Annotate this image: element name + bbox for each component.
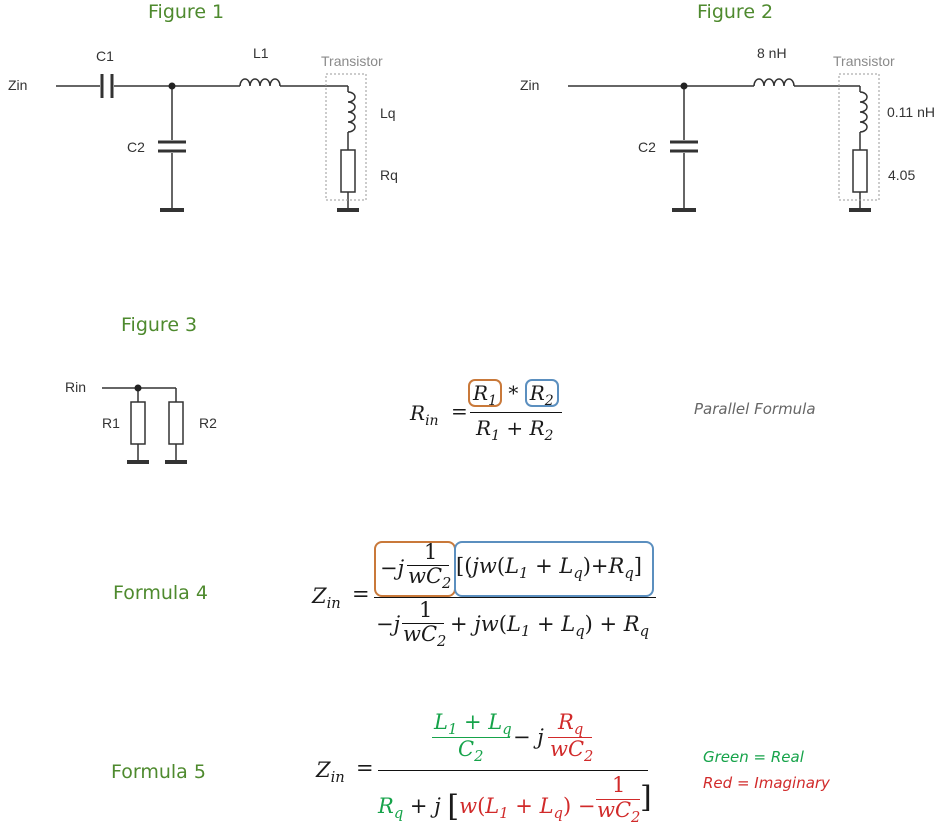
fig1-zin-label: Zin [8, 77, 28, 93]
formula-4-title: Formula 4 [113, 582, 208, 604]
fig1-c2-label: C2 [127, 139, 145, 155]
fig3-r2-label: R2 [199, 415, 217, 431]
fig1-c1-label: C1 [96, 48, 114, 64]
fig2-zin-label: Zin [520, 77, 540, 93]
fig2-rq-label: 4.05 [888, 167, 916, 183]
legend-imaginary: Red = Imaginary [703, 774, 830, 792]
figure-2-circuit [568, 73, 880, 212]
fig1-transistor-label: Transistor [321, 53, 383, 69]
fig3-rin-label: Rin [65, 379, 87, 395]
figure-3-circuit [102, 384, 187, 464]
fig1-l1-label: L1 [253, 45, 269, 61]
fig3-r1-label: R1 [102, 415, 120, 431]
formula-5-title: Formula 5 [111, 761, 206, 783]
figure-3-title: Figure 3 [121, 314, 198, 336]
fig1-lq-label: Lq [380, 105, 396, 121]
fig2-c2-label: C2 [638, 139, 656, 155]
figure-1-title: Figure 1 [148, 1, 225, 23]
figure-1-circuit [56, 73, 367, 212]
parallel-formula-note: Parallel Formula [694, 400, 816, 418]
fig1-rq-label: Rq [380, 167, 398, 183]
fig2-l1-label: 8 nH [757, 45, 787, 61]
legend-real: Green = Real [703, 748, 804, 766]
figure-2-title: Figure 2 [697, 1, 774, 23]
fig2-transistor-label: Transistor [833, 53, 895, 69]
fig2-lq-label: 0.11 nH [887, 104, 935, 120]
